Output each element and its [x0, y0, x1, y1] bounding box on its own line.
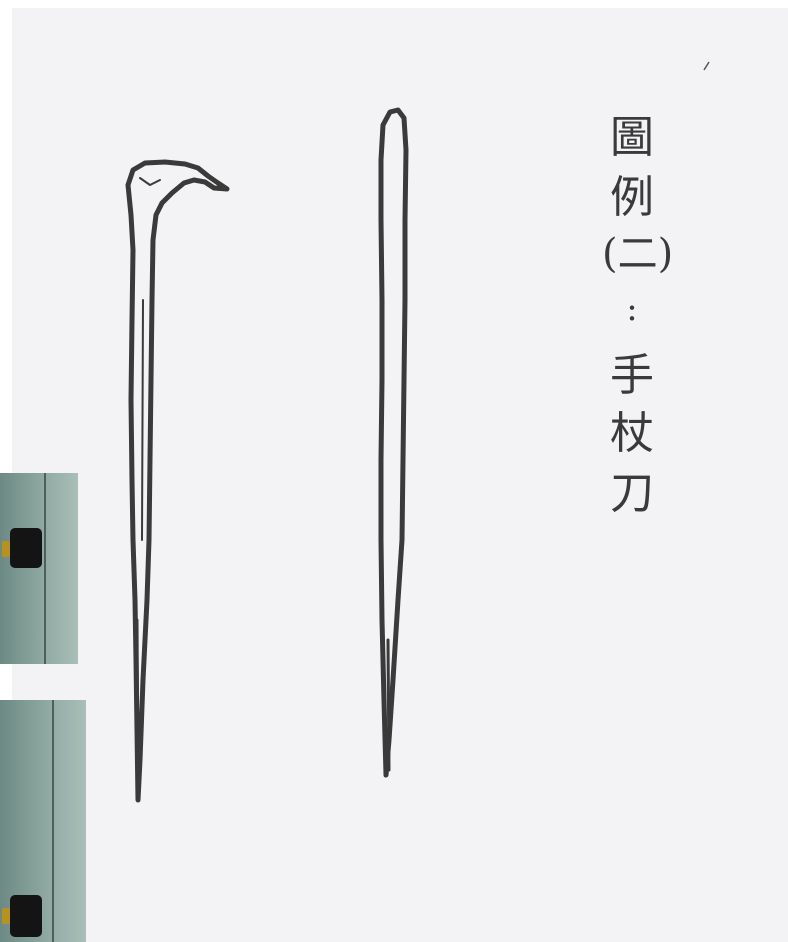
stray-mark: [703, 61, 710, 71]
black-cap: [10, 895, 42, 937]
brass-ring: [2, 908, 10, 924]
caption-char: 例: [610, 172, 654, 223]
caption-char: :: [626, 289, 638, 329]
photo-edge-line: [52, 700, 54, 942]
figure-caption: 圖 例 (二) : 手 杖 刀: [602, 112, 674, 532]
caption-char: 刀: [610, 468, 654, 519]
photo-fragment-top: [0, 473, 78, 664]
hooked-cane-knife: [125, 159, 230, 803]
brass-ring: [2, 541, 10, 557]
caption-char: 手: [610, 350, 654, 401]
caption-char: 圖: [610, 112, 654, 163]
photo-edge-line: [44, 473, 46, 664]
caption-char: 杖: [610, 408, 654, 459]
caption-char: (二): [602, 231, 674, 277]
straight-cane-knife: [378, 107, 409, 778]
photo-fragment-bottom: [0, 700, 86, 942]
black-cap: [10, 528, 42, 568]
